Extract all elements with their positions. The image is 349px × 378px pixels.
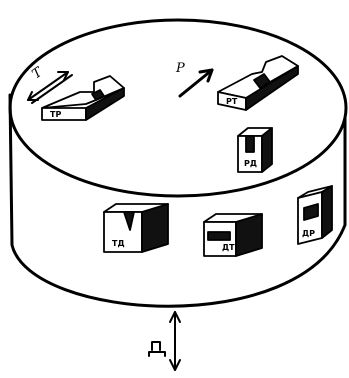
specimen-label-pt: PT [226,97,238,106]
cylinder-side-wall [10,95,345,306]
specimen-td: TД [104,204,168,252]
axial-axis-label [149,342,165,356]
radial-direction-arrow [180,70,212,96]
axial-direction-arrow [170,312,180,370]
specimen-label-td: TД [112,239,125,248]
specimen-dp: ДP [298,186,332,244]
specimen-label-dp: ДP [302,229,315,238]
tangential-axis-label: T [30,64,47,82]
specimen-dt: ДT [204,214,262,256]
specimen-label-pd: PД [244,159,257,168]
specimen-pt: PT [218,56,298,110]
specimen-label-tp: TP [50,110,61,119]
specimen-pd: PД [238,128,272,172]
specimen-label-dt: ДT [222,243,235,252]
radial-axis-label: P [175,61,185,76]
